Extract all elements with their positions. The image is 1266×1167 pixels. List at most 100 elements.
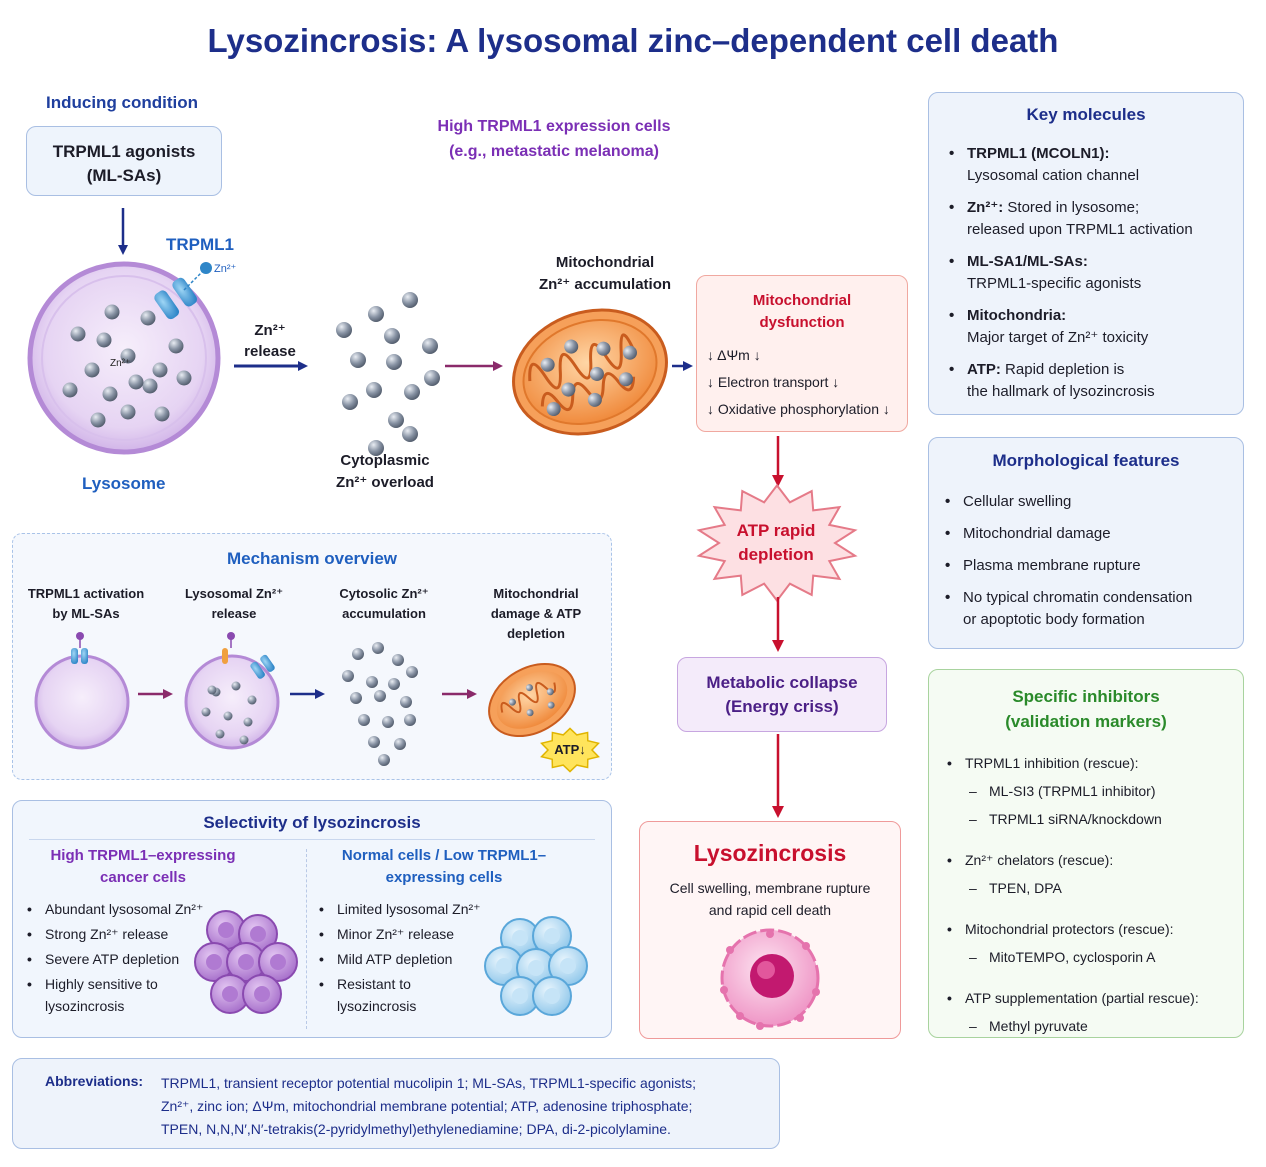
key-molecule-item: TRPML1 (MCOLN1):Lysosomal cation channel bbox=[945, 143, 1235, 187]
high-expression-note: High TRPML1 expression cells (e.g., meta… bbox=[404, 114, 704, 164]
agonist-line1: TRPML1 agonists bbox=[52, 142, 196, 161]
key-molecule-item: Mitochondria:Major target of Zn²⁺ toxici… bbox=[945, 305, 1235, 349]
zinc-ion-icon bbox=[540, 357, 555, 372]
zinc-ion-icon bbox=[168, 338, 184, 354]
mechanism-step-label: Lysosomal Zn²⁺release bbox=[184, 586, 284, 621]
zinc-ion-icon bbox=[404, 384, 420, 400]
inhibitor-item: Zn²⁺ chelators (rescue): bbox=[943, 849, 1239, 871]
cytoplasmic-line2: Zn²⁺ overload bbox=[336, 474, 434, 491]
zinc-ion-icon bbox=[128, 374, 144, 390]
mito-dysfunction-title2: dysfunction bbox=[759, 314, 845, 331]
cytoplasmic-overload-label: Cytoplasmic Zn²⁺ overload bbox=[310, 450, 460, 494]
zinc-ion-icon bbox=[596, 341, 611, 356]
outcome-title: Lysozincrosis bbox=[693, 840, 847, 866]
zinc-ion-icon bbox=[384, 328, 400, 344]
abbreviations-line: TPEN, N,N,N′,N′-tetrakis(2-pyridylmethyl… bbox=[161, 1121, 671, 1137]
selectivity-high-item-cont: lysozincrosis bbox=[45, 998, 125, 1014]
inhibitors-heading2: (validation markers) bbox=[1005, 712, 1167, 731]
zinc-ion-icon bbox=[176, 370, 192, 386]
inhibitor-subitem: MitoTEMPO, cyclosporin A bbox=[943, 946, 1239, 968]
mechanism-step-label: Cytosolic Zn²⁺accumulation bbox=[339, 586, 429, 621]
inhibitor-item: TRPML1 inhibition (rescue): bbox=[943, 752, 1239, 774]
high-expression-line2: (e.g., metastatic melanoma) bbox=[449, 143, 659, 160]
zinc-ion-icon bbox=[622, 345, 637, 360]
inhibitors-heading1: Specific inhibitors bbox=[1012, 687, 1160, 706]
selectivity-high-title1: High TRPML1–expressing bbox=[50, 847, 236, 864]
morph-item-cont: or apoptotic body formation bbox=[963, 611, 1145, 628]
selectivity-high-item: Highly sensitive to bbox=[23, 973, 213, 995]
mito-accum-line1: Mitochondrial bbox=[555, 254, 655, 271]
agonist-box: TRPML1 agonists (ML-SAs) bbox=[26, 126, 222, 196]
lysozincrosis-outcome-box: Lysozincrosis Cell swelling, membrane ru… bbox=[639, 821, 901, 1039]
zinc-ion-icon bbox=[102, 386, 118, 402]
metabolic-collapse-box: Metabolic collapse (Energy criss) bbox=[677, 657, 887, 732]
abbreviations-line: TRPML1, transient receptor potential muc… bbox=[161, 1075, 697, 1091]
selectivity-normal-item: Mild ATP depletion bbox=[315, 948, 495, 970]
zinc-ion-icon bbox=[350, 352, 366, 368]
key-molecules-heading: Key molecules bbox=[1026, 105, 1146, 124]
zinc-ion-icon bbox=[618, 372, 633, 387]
zinc-ion-icon bbox=[564, 339, 579, 354]
zinc-ion-icon bbox=[120, 404, 136, 420]
abbreviations-line: Zn²⁺, zinc ion; ΔΨm, mitochondrial membr… bbox=[161, 1098, 693, 1114]
atp-depletion-line2: depletion bbox=[738, 545, 814, 564]
morphological-heading: Morphological features bbox=[992, 451, 1180, 470]
atp-depletion-burst bbox=[696, 483, 858, 603]
zinc-ion-icon bbox=[587, 392, 602, 407]
release-arrow-label: Zn²⁺ release bbox=[232, 320, 308, 362]
page-title: Lysozincrosis: A lysosomal zinc–dependen… bbox=[207, 22, 1059, 59]
mechanism-heading: Mechanism overview bbox=[226, 549, 398, 568]
selectivity-normal-item: Minor Zn²⁺ release bbox=[315, 923, 495, 945]
abbreviations-panel: Abbreviations: TRPML1, transient recepto… bbox=[12, 1058, 780, 1149]
selectivity-normal-item-cont: lysozincrosis bbox=[337, 998, 417, 1014]
cytoplasmic-zinc-cluster bbox=[336, 292, 440, 456]
zinc-ion-icon bbox=[70, 326, 86, 342]
metabolic-line1: Metabolic collapse bbox=[706, 673, 858, 692]
zinc-ion-icon bbox=[366, 382, 382, 398]
selectivity-high-item: Strong Zn²⁺ release bbox=[23, 923, 213, 945]
morphological-panel: Morphological features Cellular swelling… bbox=[928, 437, 1244, 649]
morph-item: Plasma membrane rupture bbox=[941, 555, 1237, 577]
trpml1-channel-label: TRPML1 bbox=[166, 235, 234, 254]
lysosome-label: Lysosome bbox=[82, 474, 166, 493]
selectivity-normal-title2: expressing cells bbox=[385, 869, 503, 886]
outcome-line2: and rapid cell death bbox=[708, 902, 832, 918]
zinc-ion-icon bbox=[546, 402, 561, 417]
zinc-ion-icon bbox=[120, 348, 136, 364]
zinc-ion-icon bbox=[402, 292, 418, 308]
zinc-ion-icon bbox=[142, 378, 158, 394]
inhibitor-item: ATP supplementation (partial rescue): bbox=[943, 987, 1239, 1009]
mito-dysfunction-item: ↓ ΔΨm ↓ bbox=[707, 347, 761, 363]
selectivity-high-title2: cancer cells bbox=[100, 869, 186, 886]
trpml1-channel-icon bbox=[154, 277, 198, 320]
inhibitor-subitem: Methyl pyruvate bbox=[943, 1015, 1239, 1037]
cytoplasmic-line1: Cytoplasmic bbox=[340, 452, 430, 469]
mito-dysfunction-title1: Mitochondrial bbox=[752, 292, 852, 309]
mito-accumulation-label: Mitochondrial Zn²⁺ accumulation bbox=[505, 252, 705, 296]
inducing-heading: Inducing condition bbox=[46, 93, 199, 112]
mito-dysfunction-item: ↓ Oxidative phosphorylation ↓ bbox=[707, 401, 890, 417]
zinc-ion-icon bbox=[96, 332, 112, 348]
selectivity-normal-item: Limited lysosomal Zn²⁺ bbox=[315, 898, 495, 920]
zinc-ion-icon bbox=[386, 354, 402, 370]
zinc-ion-icon bbox=[62, 382, 78, 398]
selectivity-panel: Selectivity of lysozincrosis High TRPML1… bbox=[12, 800, 612, 1038]
zinc-ion-icon bbox=[154, 406, 170, 422]
morph-item: Cellular swelling bbox=[941, 491, 1237, 513]
channel-zn-tag: Zn²⁺ bbox=[214, 263, 237, 275]
mito-accum-line2: Zn²⁺ accumulation bbox=[538, 276, 672, 293]
mitochondrion-illustration bbox=[512, 308, 668, 436]
selectivity-normal-title1: Normal cells / Low TRPML1– bbox=[341, 847, 547, 864]
zinc-ion-icon bbox=[152, 362, 168, 378]
zinc-ion-icon bbox=[388, 412, 404, 428]
zinc-ion-icon bbox=[402, 426, 418, 442]
release-line2: release bbox=[244, 343, 296, 360]
key-molecules-panel: Key molecules TRPML1 (MCOLN1):Lysosomal … bbox=[928, 92, 1244, 415]
outcome-line1: Cell swelling, membrane rupture bbox=[669, 880, 871, 896]
key-molecule-item: Zn²⁺: Stored in lysosome;released upon T… bbox=[945, 197, 1235, 241]
mito-dysfunction-item: ↓ Electron transport ↓ bbox=[707, 374, 840, 390]
zinc-ion-icon bbox=[140, 310, 156, 326]
